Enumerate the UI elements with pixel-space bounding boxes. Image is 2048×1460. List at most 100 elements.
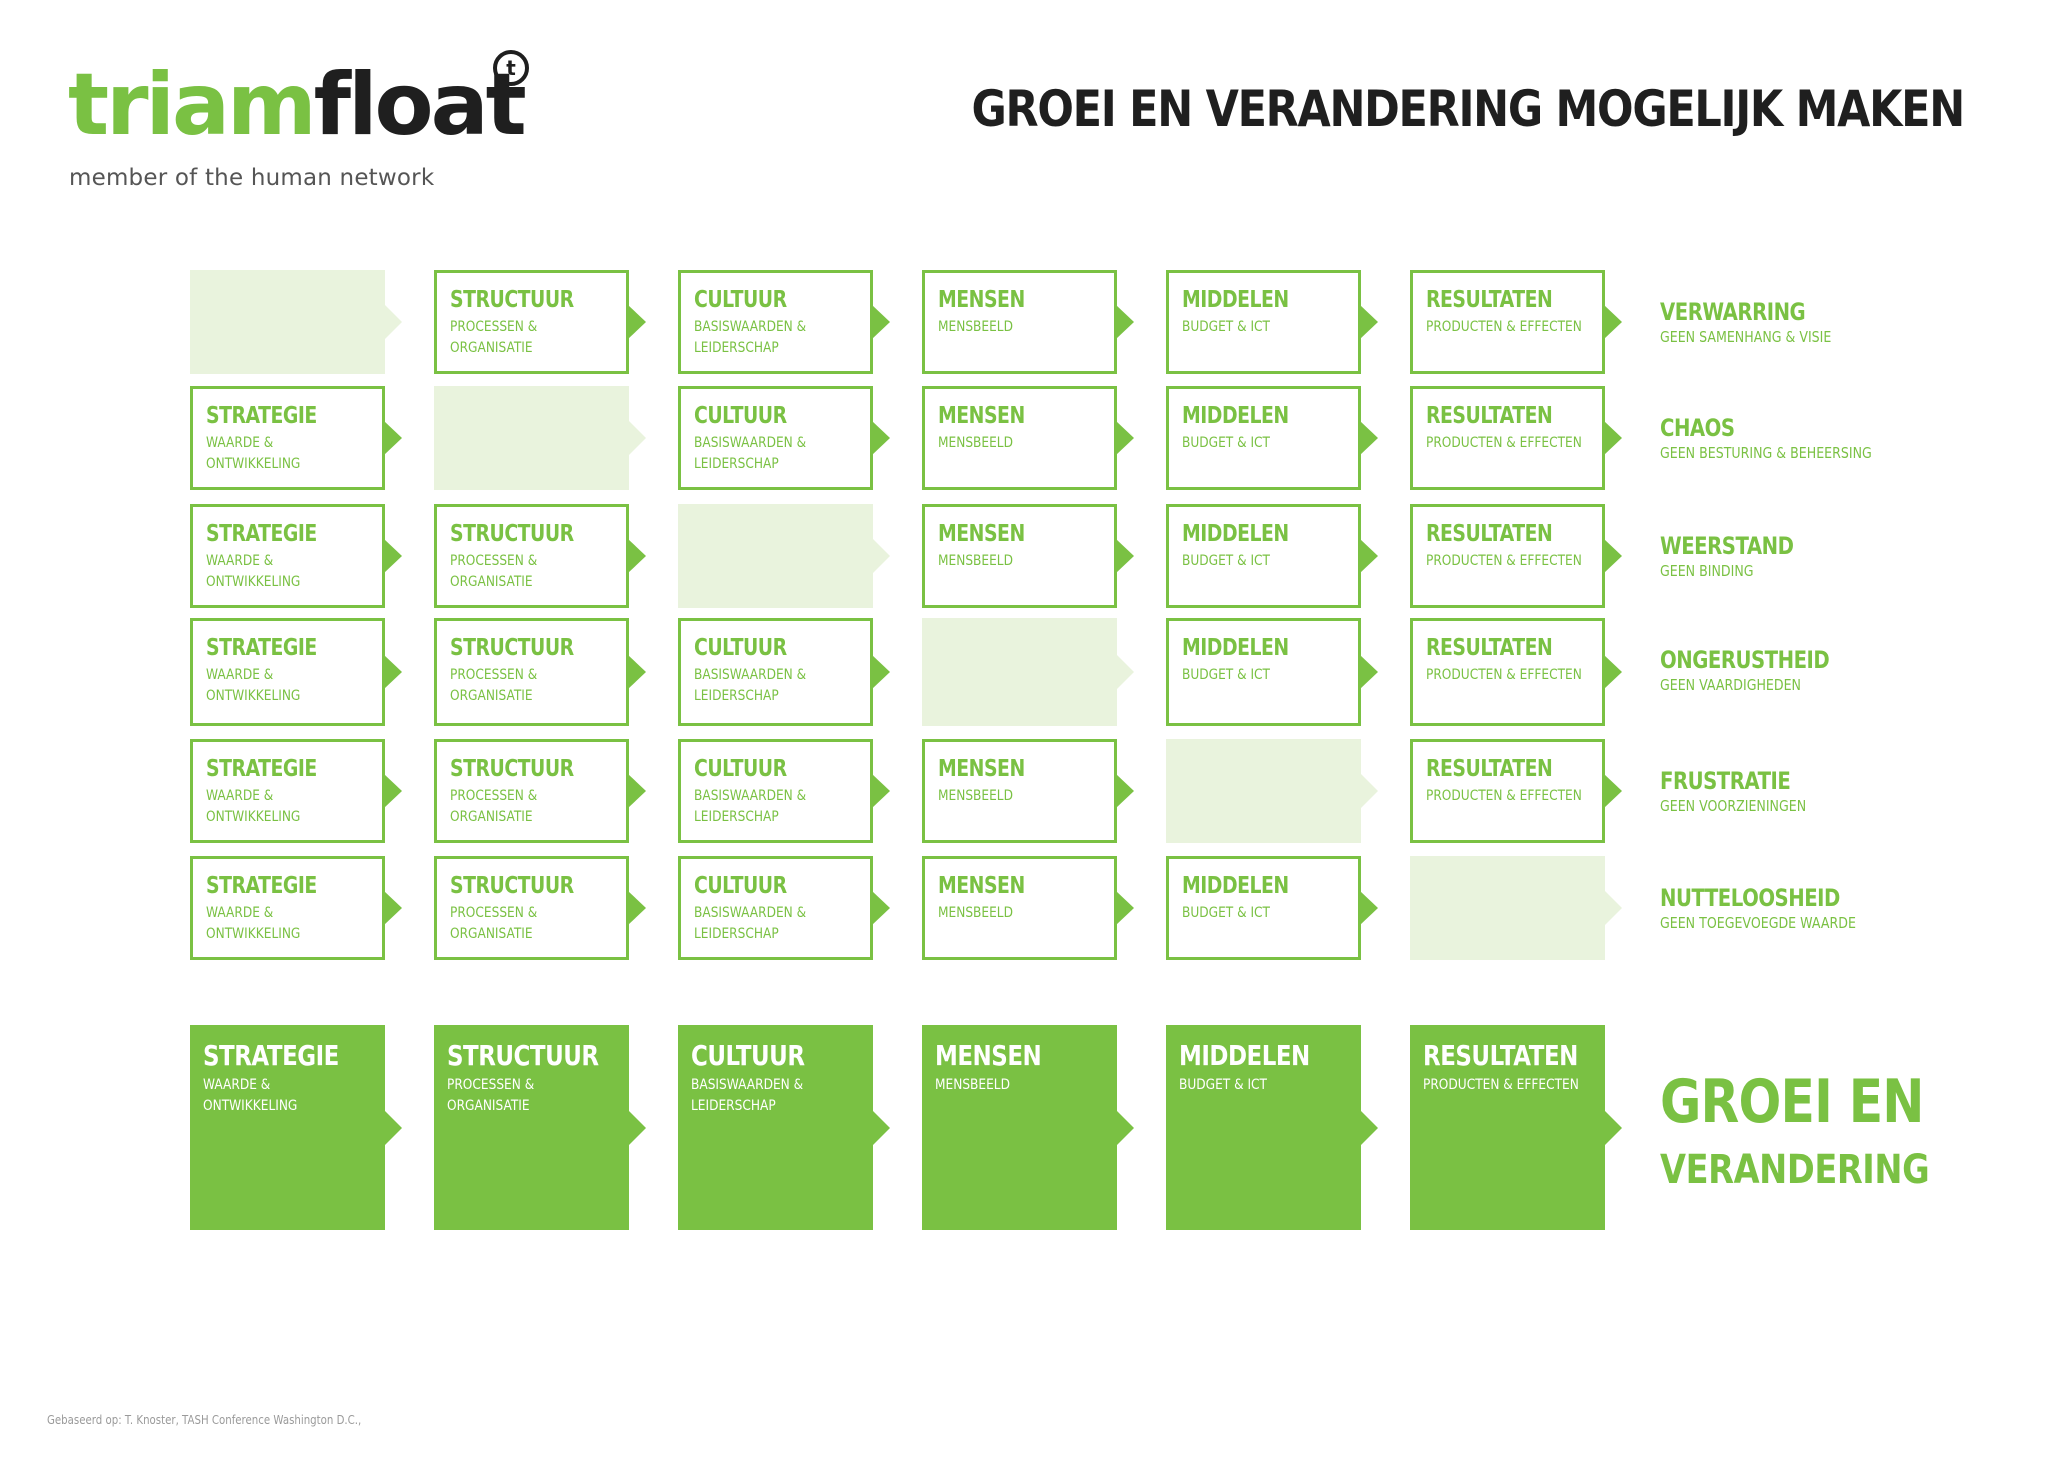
- element-title: RESULTATEN: [1426, 521, 1553, 547]
- element-subtitle: PRODUCTEN & EFFECTEN: [1426, 665, 1582, 686]
- element-subtitle-line: WAARDE &: [203, 1077, 271, 1093]
- outcome-title: VERWARRING: [1660, 298, 1806, 326]
- element-subtitle: BUDGET & ICT: [1182, 903, 1270, 924]
- element-title: RESULTATEN: [1426, 287, 1553, 313]
- element-subtitle: WAARDE &ONTWIKKELING: [206, 433, 300, 475]
- arrow-right-icon: [384, 539, 402, 573]
- arrow-right-icon: [1604, 305, 1622, 339]
- element-subtitle: PROCESSEN & ORGANISATIE: [450, 903, 537, 945]
- element-subtitle-line: PRODUCTEN & EFFECTEN: [1423, 1077, 1579, 1093]
- element-subtitle-line: BASISWAARDEN &: [691, 1077, 804, 1093]
- outcome-subtitle: GEEN VOORZIENINGEN: [1660, 797, 1807, 815]
- element-subtitle-line: MENSBEELD: [938, 553, 1013, 569]
- element-subtitle: BASISWAARDEN &LEIDERSCHAP: [694, 317, 806, 359]
- arrow-right-icon: [1360, 655, 1378, 689]
- logo-wordmark: triamfloat: [68, 55, 527, 155]
- element-subtitle-line: WAARDE &: [206, 788, 274, 804]
- element-subtitle-line: PRODUCTEN & EFFECTEN: [1426, 553, 1582, 569]
- arrow-right-icon: [628, 305, 646, 339]
- final-outcome-line1: GROEI EN: [1660, 1067, 1924, 1137]
- element-subtitle-line: WAARDE &: [206, 553, 274, 569]
- element-title: MENSEN: [938, 756, 1025, 782]
- element-title: STRUCTUUR: [450, 287, 574, 313]
- element-subtitle: PROCESSEN &ORGANISATIE: [450, 317, 537, 359]
- element-title: MIDDELEN: [1182, 521, 1289, 547]
- element-box-structuur-row5: STRUCTUUR PROCESSEN & ORGANISATIE: [434, 739, 646, 843]
- element-subtitle: WAARDE &ONTWIKKELING: [206, 786, 300, 828]
- element-subtitle-line: BUDGET & ICT: [1179, 1077, 1268, 1093]
- element-subtitle-line: PRODUCTEN & EFFECTEN: [1426, 788, 1582, 804]
- element-subtitle: BASISWAARDEN &LEIDERSCHAP: [694, 665, 806, 707]
- element-title: STRUCTUUR: [450, 756, 574, 782]
- element-box-strategie-row1-missing: [190, 270, 402, 374]
- element-subtitle: WAARDE & ONTWIKKELING: [203, 1075, 297, 1117]
- element-subtitle-line: ORGANISATIE: [450, 809, 533, 825]
- triamfloat-logo: triamfloat t: [68, 40, 538, 160]
- element-subtitle: PRODUCTEN & EFFECTEN: [1426, 317, 1582, 338]
- tagline: member of the human network: [69, 165, 435, 191]
- footnote: Gebaseerd op: T. Knoster, TASH Conferenc…: [47, 1413, 362, 1427]
- element-subtitle: PROCESSEN &ORGANISATIE: [450, 665, 537, 707]
- arrow-right-icon: [1116, 774, 1134, 808]
- element-subtitle-line: PROCESSEN &: [450, 788, 538, 804]
- element-subtitle-line: WAARDE &: [206, 667, 274, 683]
- arrow-right-icon: [629, 1110, 646, 1145]
- element-subtitle-line: BASISWAARDEN &: [694, 788, 807, 804]
- element-title: CULTUUR: [694, 403, 787, 429]
- element-subtitle-line: PROCESSEN &: [450, 319, 538, 335]
- element-subtitle-line: BUDGET & ICT: [1182, 319, 1271, 335]
- outcome-title: CHAOS: [1660, 414, 1735, 442]
- element-box-resultaten-row6-missing: [1410, 856, 1622, 960]
- element-subtitle: PRODUCTEN & EFFECTEN: [1423, 1075, 1579, 1096]
- arrow-right-icon: [385, 1110, 402, 1145]
- element-title: MIDDELEN: [1182, 403, 1289, 429]
- arrow-right-icon: [1361, 774, 1378, 808]
- element-box-middelen-row3: MIDDELEN BUDGET & ICT: [1166, 504, 1378, 608]
- element-subtitle-line: BUDGET & ICT: [1182, 435, 1271, 451]
- element-subtitle-line: BASISWAARDEN &: [694, 667, 807, 683]
- element-subtitle-line: WAARDE &: [206, 435, 274, 451]
- arrow-right-icon: [1360, 305, 1378, 339]
- element-subtitle: MENSBEELD: [938, 786, 1013, 807]
- element-title: STRUCTUUR: [450, 635, 574, 661]
- element-subtitle-line: BUDGET & ICT: [1182, 905, 1271, 921]
- element-subtitle: WAARDE &ONTWIKKELING: [206, 903, 300, 945]
- arrow-right-icon: [629, 421, 646, 455]
- element-title: STRATEGIE: [203, 1039, 339, 1072]
- element-subtitle-line: BUDGET & ICT: [1182, 667, 1271, 683]
- outcome-subtitle: GEEN VAARDIGHEDEN: [1660, 676, 1801, 694]
- element-subtitle: MENSBEELD: [938, 433, 1013, 454]
- element-subtitle-line: BASISWAARDEN &: [694, 905, 807, 921]
- element-title: STRUCTUUR: [447, 1039, 599, 1072]
- element-subtitle-line: PROCESSEN &: [450, 905, 538, 921]
- element-subtitle: PRODUCTEN & EFFECTEN: [1426, 786, 1582, 807]
- outcome-subtitle: GEEN SAMENHANG & VISIE: [1660, 328, 1832, 346]
- element-subtitle-line: LEIDERSCHAP: [691, 1098, 776, 1114]
- element-title: CULTUUR: [694, 873, 787, 899]
- element-subtitle-line: ONTWIKKELING: [203, 1098, 298, 1114]
- element-subtitle-line: BUDGET & ICT: [1182, 553, 1271, 569]
- arrow-right-icon: [872, 774, 890, 808]
- element-subtitle-line: MENSBEELD: [938, 319, 1013, 335]
- element-subtitle-line: ORGANISATIE: [450, 926, 533, 942]
- arrow-right-icon: [1605, 891, 1622, 925]
- outcome-title: NUTTELOOSHEID: [1660, 884, 1840, 912]
- arrow-right-icon: [1360, 539, 1378, 573]
- arrow-right-icon: [1116, 891, 1134, 925]
- element-title: CULTUUR: [694, 635, 787, 661]
